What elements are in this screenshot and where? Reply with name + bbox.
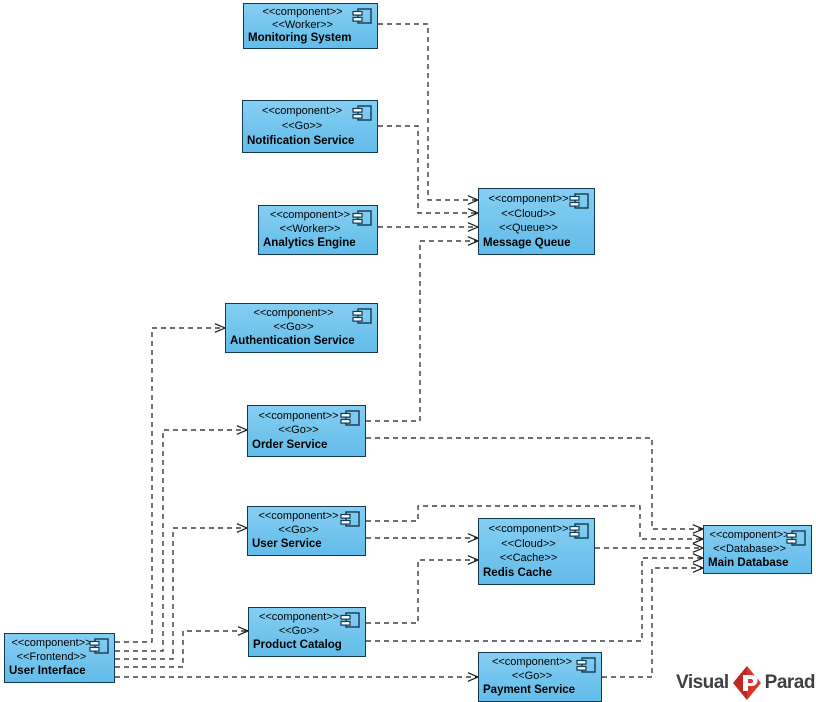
component-name: Monitoring System xyxy=(248,32,352,45)
arrowhead-main-database xyxy=(692,524,705,534)
stereotype-label: <<component>> xyxy=(262,6,343,19)
stereotype-label: <<Go>> xyxy=(273,321,314,334)
connector-monitoring-system-to-message-queue xyxy=(378,23,478,201)
stereotype-label: <<component>> xyxy=(488,522,569,535)
component-icon xyxy=(352,308,372,324)
stereotype-label: <<component>> xyxy=(491,656,573,669)
component-icon xyxy=(576,657,596,673)
stereotype-label: <<Go>> xyxy=(278,625,320,638)
component-name: Payment Service xyxy=(483,684,576,697)
component-authentication-service[interactable]: <<component>><<Go>>Authentication Servic… xyxy=(225,303,378,353)
connector-user-interface-to-user-service xyxy=(115,527,247,660)
component-name: Order Service xyxy=(252,438,328,451)
component-icon xyxy=(340,612,360,628)
component-name: User Service xyxy=(252,538,322,551)
stereotype-label: <<component>> xyxy=(258,510,339,523)
component-icon xyxy=(340,511,360,527)
stereotype-label: <<Cloud>> xyxy=(501,537,556,550)
component-redis-cache[interactable]: <<component>> <<Cloud>> <<Cache>>Redis Cac… xyxy=(478,518,595,585)
component-user-service[interactable]: <<component>><<Go>>User Service xyxy=(247,506,366,556)
component-name: Analytics Engine xyxy=(263,237,356,250)
stereotype-label: <<component>> xyxy=(253,307,334,320)
component-order-service[interactable]: <<component>> <<Go>>Order Service xyxy=(247,405,366,457)
component-name: User Interface xyxy=(9,665,86,678)
component-main-database[interactable]: <<component>><<Database>>Main Database xyxy=(703,525,812,574)
stereotype-label: <<Go>> xyxy=(278,424,319,437)
stereotype-label: <<Go>> xyxy=(278,524,319,537)
stereotype-label: <<Worker>> xyxy=(272,19,333,32)
component-product-catalog[interactable]: <<component>><<Go>>Product Catalog xyxy=(248,607,366,657)
stereotype-label: <<component>> xyxy=(261,105,343,118)
component-notification-service[interactable]: <<component>><<Go>> Notification Service xyxy=(242,100,378,153)
connector-user-interface-to-product-catalog xyxy=(115,630,248,668)
connector-order-service-to-message-queue xyxy=(366,240,478,422)
component-name: Main Database xyxy=(708,556,789,569)
visual-paradigm-diamond-icon xyxy=(732,665,761,700)
component-name: Redis Cache xyxy=(483,566,553,579)
component-icon xyxy=(89,638,109,654)
stereotype-label: <<Cloud>> xyxy=(501,207,556,220)
stereotype-label: <<Go>> xyxy=(281,119,323,132)
component-name: Product Catalog xyxy=(253,639,342,652)
logo-word-visual: Visual xyxy=(676,671,729,693)
stereotype-label: <<component>> xyxy=(488,192,569,205)
stereotype-label: <<Cache>> xyxy=(499,552,558,565)
component-icon xyxy=(352,8,372,24)
stereotype-label: <<Queue>> xyxy=(499,222,558,235)
component-monitoring-system[interactable]: <<component>><<Worker>>Monitoring System xyxy=(243,3,378,49)
component-name: Notification Service xyxy=(247,134,355,147)
component-icon xyxy=(569,193,589,209)
component-name: Authentication Service xyxy=(230,335,355,348)
component-analytics-engine[interactable]: <<component>><<Worker>>Analytics Engine xyxy=(258,205,378,255)
stereotype-label: <<Worker>> xyxy=(279,223,341,236)
connector-user-interface-to-order-service xyxy=(115,429,247,652)
stereotype-label: <<Database>> xyxy=(713,542,786,555)
stereotype-label: <<Frontend>> xyxy=(16,651,87,664)
connector-user-interface-to-authentication-service xyxy=(115,327,225,643)
logo-word-paradigm: Paradigm xyxy=(764,671,816,693)
connector-product-catalog-to-main-database xyxy=(366,557,703,642)
stereotype-label: <<component>> xyxy=(709,529,790,542)
component-icon xyxy=(569,523,589,539)
visual-paradigm-logo: Visual Paradigm xyxy=(676,663,816,702)
stereotype-label: <<component>> xyxy=(258,611,340,624)
component-icon xyxy=(352,105,372,121)
stereotype-label: <<component>> xyxy=(258,409,339,422)
component-icon xyxy=(786,530,806,546)
component-name: Message Queue xyxy=(483,236,571,249)
component-message-queue[interactable]: <<component>> <<Cloud>> <<Queue>>Message Q… xyxy=(478,188,595,255)
stereotype-label: <<Go>> xyxy=(511,670,553,683)
connector-payment-service-to-main-database xyxy=(602,567,703,678)
stereotype-label: <<component>> xyxy=(11,637,92,650)
stereotype-label: <<component>> xyxy=(269,209,351,222)
connector-notification-service-to-message-queue xyxy=(378,125,478,214)
component-payment-service[interactable]: <<component>><<Go>>Payment Service xyxy=(478,652,602,702)
component-icon xyxy=(352,210,372,226)
component-icon xyxy=(340,410,360,426)
connector-product-catalog-to-redis-cache xyxy=(366,559,478,624)
component-user-interface[interactable]: <<component>><<Frontend>>User Interface xyxy=(4,633,115,683)
connector-order-service-to-main-database xyxy=(366,437,703,530)
